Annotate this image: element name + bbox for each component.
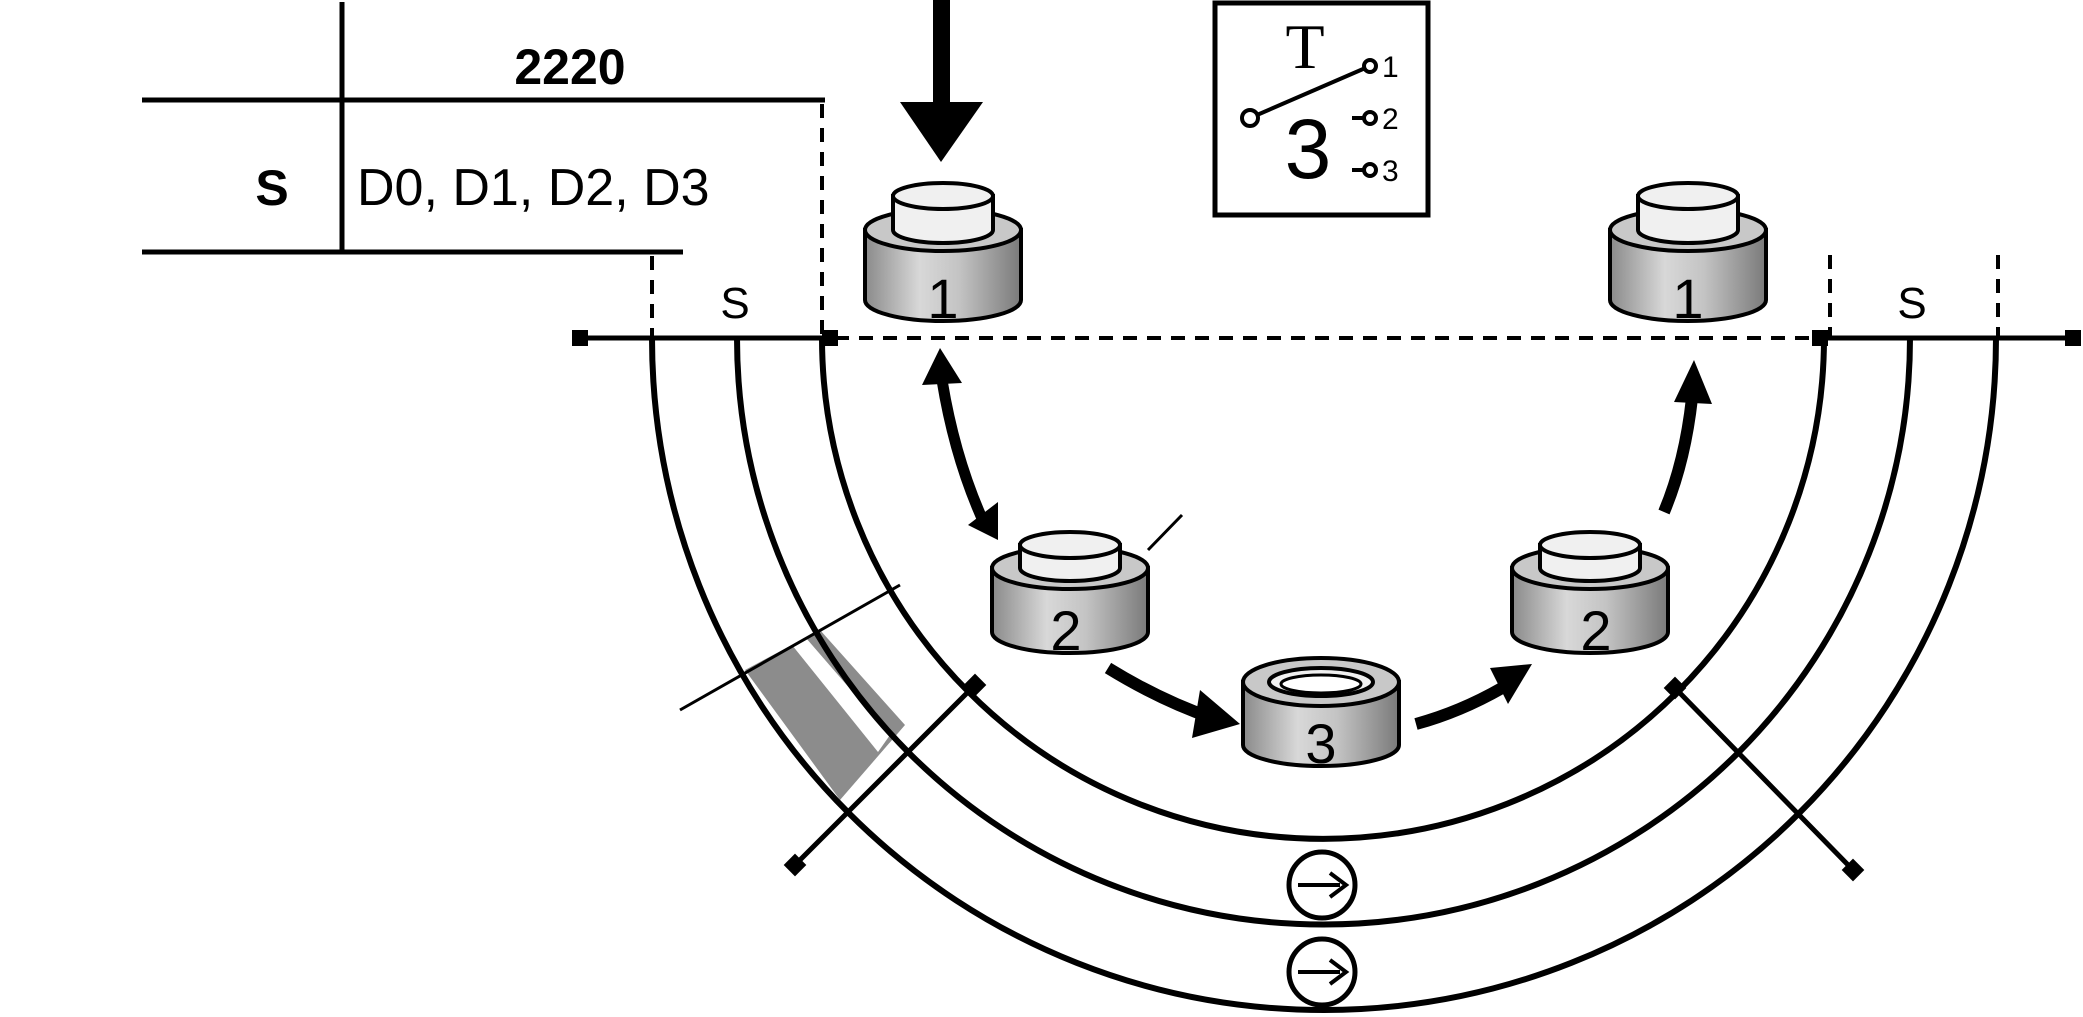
stack-right-mid: 2 (1510, 530, 1670, 662)
cut-right-end (1841, 858, 1865, 882)
switch-contact-2 (1362, 110, 1378, 126)
cut-left-end (783, 853, 807, 877)
axis-line (572, 255, 2081, 346)
switch-number: 3 (1285, 102, 1332, 196)
arrow-down-icon (900, 0, 983, 162)
stack-left-mid: 2 (990, 530, 1150, 662)
switch-symbol: T 1 2 3 3 (1212, 0, 1431, 218)
cut-right-start (1663, 676, 1687, 700)
switch-contact-3 (1362, 162, 1378, 178)
switch-letter: T (1285, 11, 1324, 82)
stack-label: 1 (1672, 267, 1703, 330)
cut-line-right (1673, 686, 1855, 872)
switch-contact-1 (1362, 58, 1378, 74)
cut-line-left (793, 683, 977, 867)
table-row-label: S (255, 160, 288, 216)
switch-pos-1: 1 (1382, 51, 1399, 84)
stack-label: 3 (1305, 712, 1336, 775)
concentric-arcs (649, 337, 1999, 1013)
curved-arrow-icon (1414, 664, 1532, 730)
s-label-left: S (720, 279, 749, 328)
switch-pivot (1240, 108, 1260, 128)
switch-lever (1249, 64, 1371, 120)
stack-label: 1 (927, 267, 958, 330)
info-table: 2220 S D0, D1, D2, D3 (142, 2, 825, 338)
arc-inner (819, 337, 1827, 842)
switch-pos-2: 2 (1382, 103, 1399, 136)
axis-node-left (822, 330, 838, 346)
shaded-band (745, 630, 905, 800)
cut-line-upper-left (679, 583, 901, 712)
s-label-right: S (1897, 279, 1926, 328)
stack-label: 2 (1050, 599, 1081, 662)
curved-arrow-icon (1104, 662, 1240, 738)
axis-end-right (2065, 330, 2081, 346)
cut-left-start (963, 673, 987, 697)
stack-label: 2 (1580, 599, 1611, 662)
double-arrow-icon (922, 348, 998, 540)
switch-pos-3: 3 (1382, 155, 1399, 188)
table-row-value: D0, D1, D2, D3 (357, 159, 710, 217)
stack-left-top: 1 (863, 181, 1023, 330)
curved-arrow-icon (1658, 360, 1712, 515)
stack-right-top: 1 (1608, 181, 1768, 330)
direction-arrow-icon (1286, 849, 1358, 921)
table-header: 2220 (514, 39, 625, 95)
axis-end-left (572, 330, 588, 346)
direction-arrow-icon (1286, 936, 1358, 1008)
stack-bottom: 3 (1241, 656, 1401, 775)
tick-mark (1146, 513, 1184, 552)
cut-lines (679, 513, 1865, 882)
arc-outer (649, 337, 1999, 1013)
arc-middle (734, 337, 1913, 928)
